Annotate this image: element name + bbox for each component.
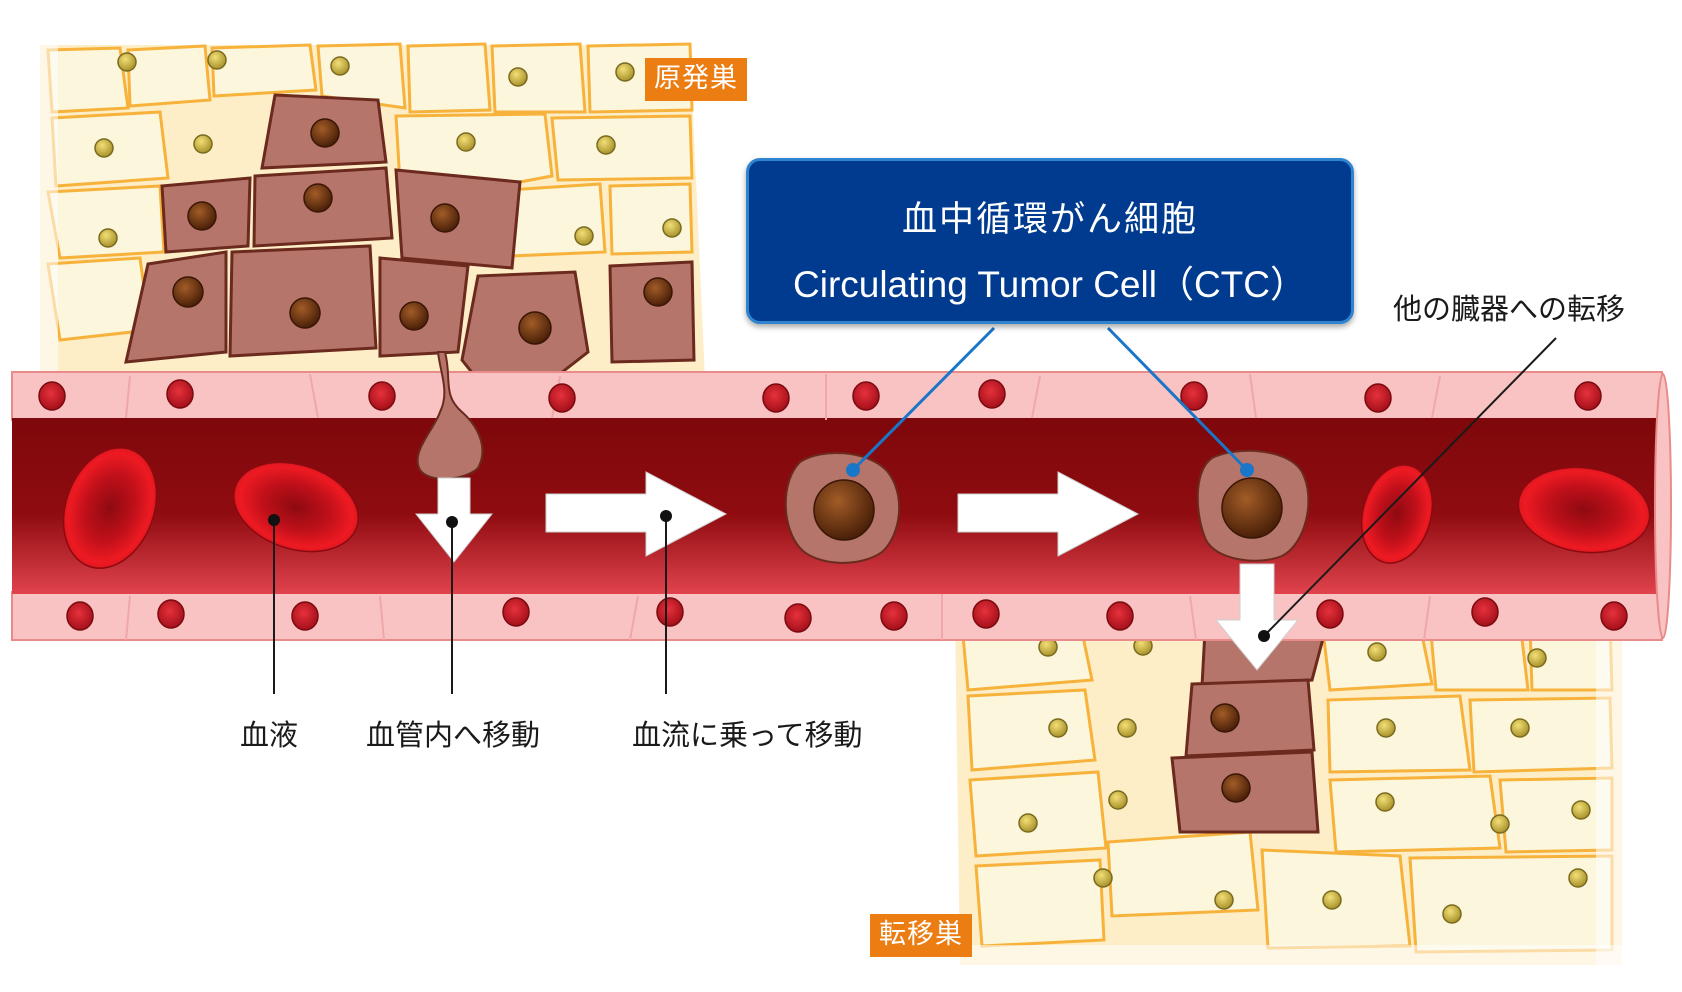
intravasation-label: 血管内へ移動 bbox=[366, 718, 541, 752]
right-arrow-2 bbox=[957, 471, 1140, 557]
down-arrow-metastasis bbox=[1214, 563, 1300, 671]
pointer-lines bbox=[268, 326, 1557, 694]
circulating-tumor-cells bbox=[784, 449, 1310, 564]
ctc-title-en: Circulating Tumor Cell（CTC） bbox=[793, 264, 1307, 305]
ctc-title-jp: 血中循環がん細胞 bbox=[901, 200, 1198, 240]
blood-label: 血液 bbox=[240, 718, 299, 752]
ctc-callout: 血中循環がん細胞 Circulating Tumor Cell（CTC） bbox=[746, 158, 1354, 324]
primary-tissue bbox=[40, 42, 705, 382]
flow-arrows bbox=[414, 471, 1300, 671]
bloodstream-label: 血流に乗って移動 bbox=[632, 718, 863, 752]
metastasis-label: 転移巣 bbox=[870, 914, 972, 957]
red-blood-cells bbox=[62, 447, 1651, 569]
metastatic-tissue bbox=[955, 610, 1622, 965]
right-arrow-1 bbox=[545, 471, 728, 557]
other-organs-label: 他の臓器への転移 bbox=[1393, 292, 1626, 326]
primary-tumor-label: 原発巣 bbox=[645, 58, 747, 101]
